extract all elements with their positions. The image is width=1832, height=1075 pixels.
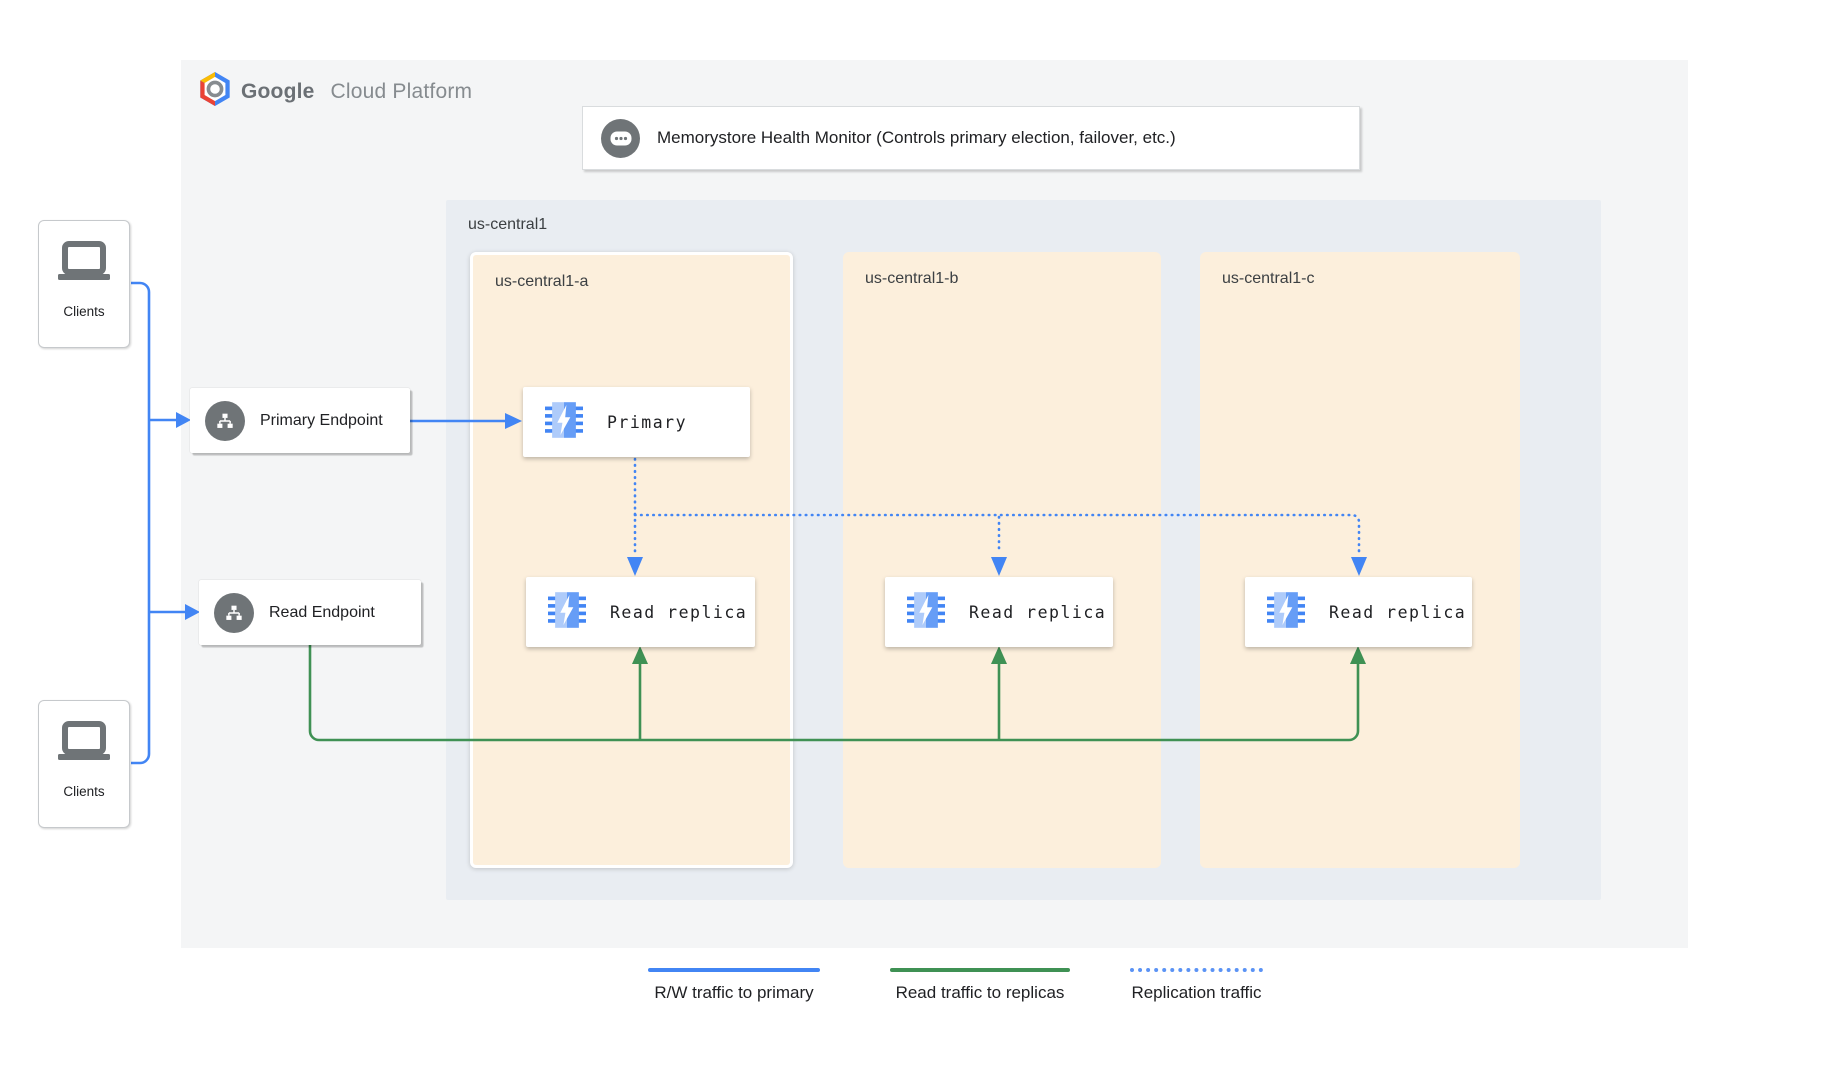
read-replica-a-label: Read replica bbox=[610, 602, 748, 622]
health-monitor-label: Memorystore Health Monitor (Controls pri… bbox=[657, 128, 1176, 147]
read-endpoint-box: Read Endpoint bbox=[199, 580, 421, 645]
read-replica-b-label: Read replica bbox=[969, 602, 1107, 622]
clients-box-bottom: Clients bbox=[38, 700, 130, 828]
brand-cloud-platform: Cloud Platform bbox=[330, 79, 473, 103]
legend-label: Read traffic to replicas bbox=[895, 983, 1065, 1002]
zone-a-label: us-central1-a bbox=[495, 273, 589, 290]
laptop-icon bbox=[55, 721, 113, 770]
network-sitemap-icon bbox=[205, 400, 245, 441]
gcp-logo: Google Cloud Platform bbox=[200, 72, 472, 111]
zone-us-central1-a: us-central1-a bbox=[470, 252, 793, 868]
zone-c-label: us-central1-c bbox=[1222, 270, 1315, 287]
clients-box-top: Clients bbox=[38, 220, 130, 348]
region-us-central1: us-central1 us-central1-a us-central1-b … bbox=[446, 200, 1601, 900]
brand-google: Google bbox=[241, 79, 315, 103]
read-replica-c-label: Read replica bbox=[1329, 602, 1467, 622]
legend-read-traffic: Read traffic to replicas bbox=[890, 968, 1070, 1003]
memorystore-chip-icon bbox=[548, 590, 586, 635]
health-monitor-box: Memorystore Health Monitor (Controls pri… bbox=[582, 106, 1360, 170]
memorystore-chip-icon bbox=[907, 590, 945, 635]
legend-line-dotted-blue bbox=[1130, 968, 1263, 972]
network-sitemap-icon bbox=[214, 592, 254, 633]
read-replica-c-box: Read replica bbox=[1245, 577, 1472, 647]
gcp-hexagon-icon bbox=[200, 72, 230, 111]
read-replica-b-box: Read replica bbox=[885, 577, 1113, 647]
primary-instance-label: Primary bbox=[607, 412, 688, 432]
clients-label: Clients bbox=[63, 304, 105, 319]
primary-endpoint-box: Primary Endpoint bbox=[190, 388, 410, 453]
legend-line-solid-green bbox=[890, 968, 1070, 972]
console-dots-icon bbox=[601, 118, 640, 158]
clients-label: Clients bbox=[63, 784, 105, 799]
read-replica-a-box: Read replica bbox=[526, 577, 755, 647]
primary-endpoint-label: Primary Endpoint bbox=[260, 411, 383, 429]
region-label: us-central1 bbox=[468, 216, 548, 233]
primary-instance-box: Primary bbox=[523, 387, 750, 457]
legend-label: R/W traffic to primary bbox=[654, 983, 814, 1002]
memorystore-chip-icon bbox=[1267, 590, 1305, 635]
zone-us-central1-c: us-central1-c bbox=[1200, 252, 1520, 868]
zone-b-label: us-central1-b bbox=[865, 270, 959, 287]
read-endpoint-label: Read Endpoint bbox=[269, 603, 375, 621]
zone-us-central1-b: us-central1-b bbox=[843, 252, 1161, 868]
clients-trunk-line bbox=[131, 281, 151, 765]
legend-line-solid-blue bbox=[648, 968, 820, 972]
memorystore-chip-icon bbox=[545, 400, 583, 445]
laptop-icon bbox=[55, 241, 113, 290]
legend-label: Replication traffic bbox=[1131, 983, 1262, 1002]
legend-replication-traffic: Replication traffic bbox=[1130, 968, 1263, 1003]
legend-rw-traffic: R/W traffic to primary bbox=[648, 968, 820, 1003]
